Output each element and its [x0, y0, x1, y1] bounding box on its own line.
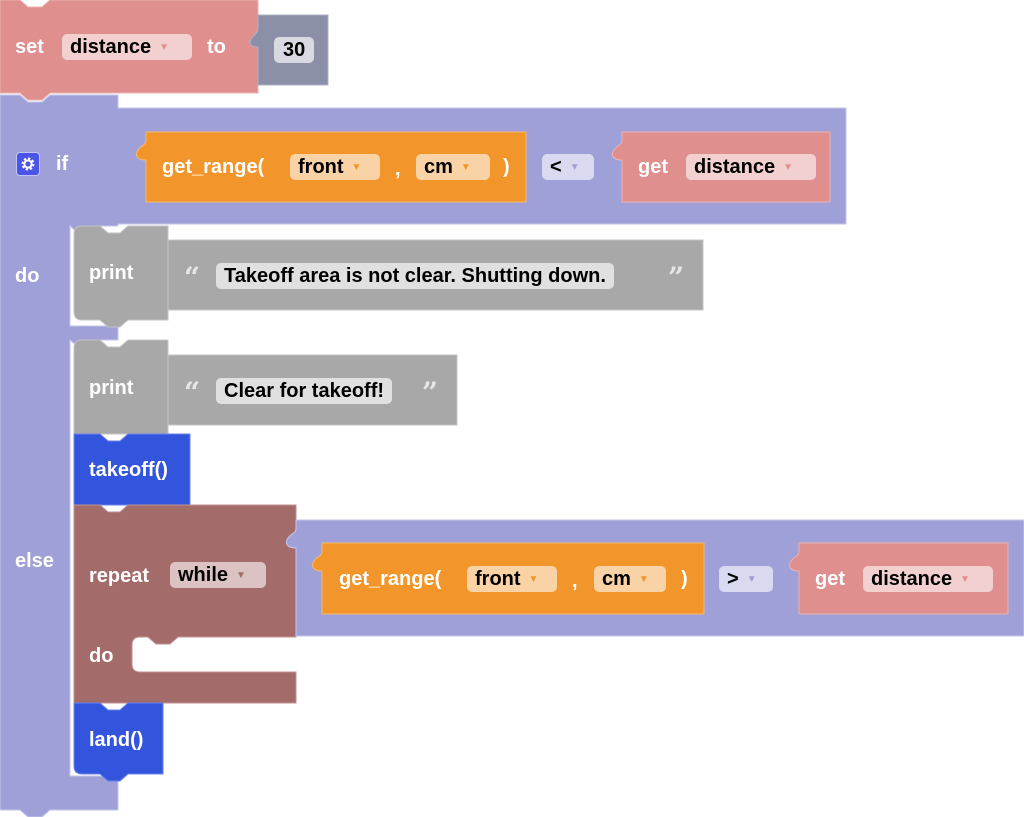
variable-dropdown[interactable]: distance ▼ [62, 34, 192, 60]
gear-glyph-icon [21, 157, 35, 171]
variable-dropdown[interactable]: distance ▼ [686, 154, 816, 180]
takeoff-block[interactable] [73, 433, 191, 506]
unit-dropdown[interactable]: cm ▼ [416, 154, 490, 180]
unit-value: cm [424, 156, 453, 178]
comma-label: , [572, 570, 578, 592]
do-label: do [15, 265, 40, 287]
operator-dropdown[interactable]: >▼ [719, 566, 773, 592]
dropdown-arrow-icon: ▼ [638, 574, 649, 585]
text-field[interactable]: Clear for takeoff! [216, 378, 393, 404]
land-label: land() [89, 729, 144, 751]
unit-value: cm [602, 568, 631, 590]
print-label: print [89, 377, 134, 399]
direction-dropdown[interactable]: front ▼ [290, 154, 380, 180]
print-label: print [89, 262, 134, 284]
set-label: set [15, 36, 44, 58]
to-label: to [207, 36, 226, 58]
close-quote-icon: ” [668, 261, 685, 294]
dropdown-arrow-icon: ▼ [236, 570, 246, 581]
close-quote-icon: ” [422, 376, 439, 409]
direction-dropdown[interactable]: front ▼ [467, 566, 557, 592]
dropdown-arrow-icon: ▼ [351, 162, 362, 173]
unit-dropdown[interactable]: cm ▼ [594, 566, 666, 592]
open-quote-icon: “ [184, 261, 201, 294]
text-field[interactable]: Takeoff area is not clear. Shutting down… [216, 263, 614, 289]
close-paren-label: ) [681, 568, 688, 590]
variable-name: distance [871, 568, 953, 590]
dropdown-arrow-icon: ▼ [783, 162, 794, 173]
operator-dropdown[interactable]: <▼ [542, 154, 594, 180]
repeat-label: repeat [89, 565, 150, 587]
dropdown-arrow-icon: ▼ [960, 574, 971, 585]
repeat-while-block[interactable] [73, 504, 297, 704]
get-range-label: get_range( [339, 568, 442, 590]
get-label: get [815, 568, 845, 590]
get-range-label: get_range( [162, 156, 265, 178]
dropdown-arrow-icon: ▼ [460, 162, 471, 173]
open-quote-icon: “ [184, 376, 201, 409]
close-paren-label: ) [503, 156, 510, 178]
print-block[interactable] [73, 339, 169, 435]
dropdown-arrow-icon: ▼ [569, 162, 580, 173]
repeat-mode-dropdown[interactable]: while ▼ [170, 562, 266, 588]
operator-value: > [727, 568, 739, 590]
direction-value: front [475, 568, 521, 590]
comma-label: , [395, 158, 401, 180]
number-field[interactable]: 30 [274, 37, 315, 63]
repeat-mode-value: while [178, 564, 229, 586]
takeoff-label: takeoff() [89, 459, 168, 481]
dropdown-arrow-icon: ▼ [746, 574, 757, 585]
variable-name: distance [694, 156, 776, 178]
dropdown-arrow-icon: ▼ [159, 42, 170, 53]
repeat-do-label: do [89, 645, 114, 667]
if-label: if [56, 153, 69, 175]
dropdown-arrow-icon: ▼ [528, 574, 539, 585]
land-block[interactable] [73, 702, 164, 782]
variable-dropdown[interactable]: distance ▼ [863, 566, 993, 592]
else-label: else [15, 550, 54, 572]
variable-name: distance [70, 36, 152, 58]
gear-icon[interactable] [16, 152, 40, 176]
operator-value: < [550, 156, 562, 178]
get-label: get [638, 156, 668, 178]
direction-value: front [298, 156, 344, 178]
print-block[interactable] [73, 225, 169, 328]
